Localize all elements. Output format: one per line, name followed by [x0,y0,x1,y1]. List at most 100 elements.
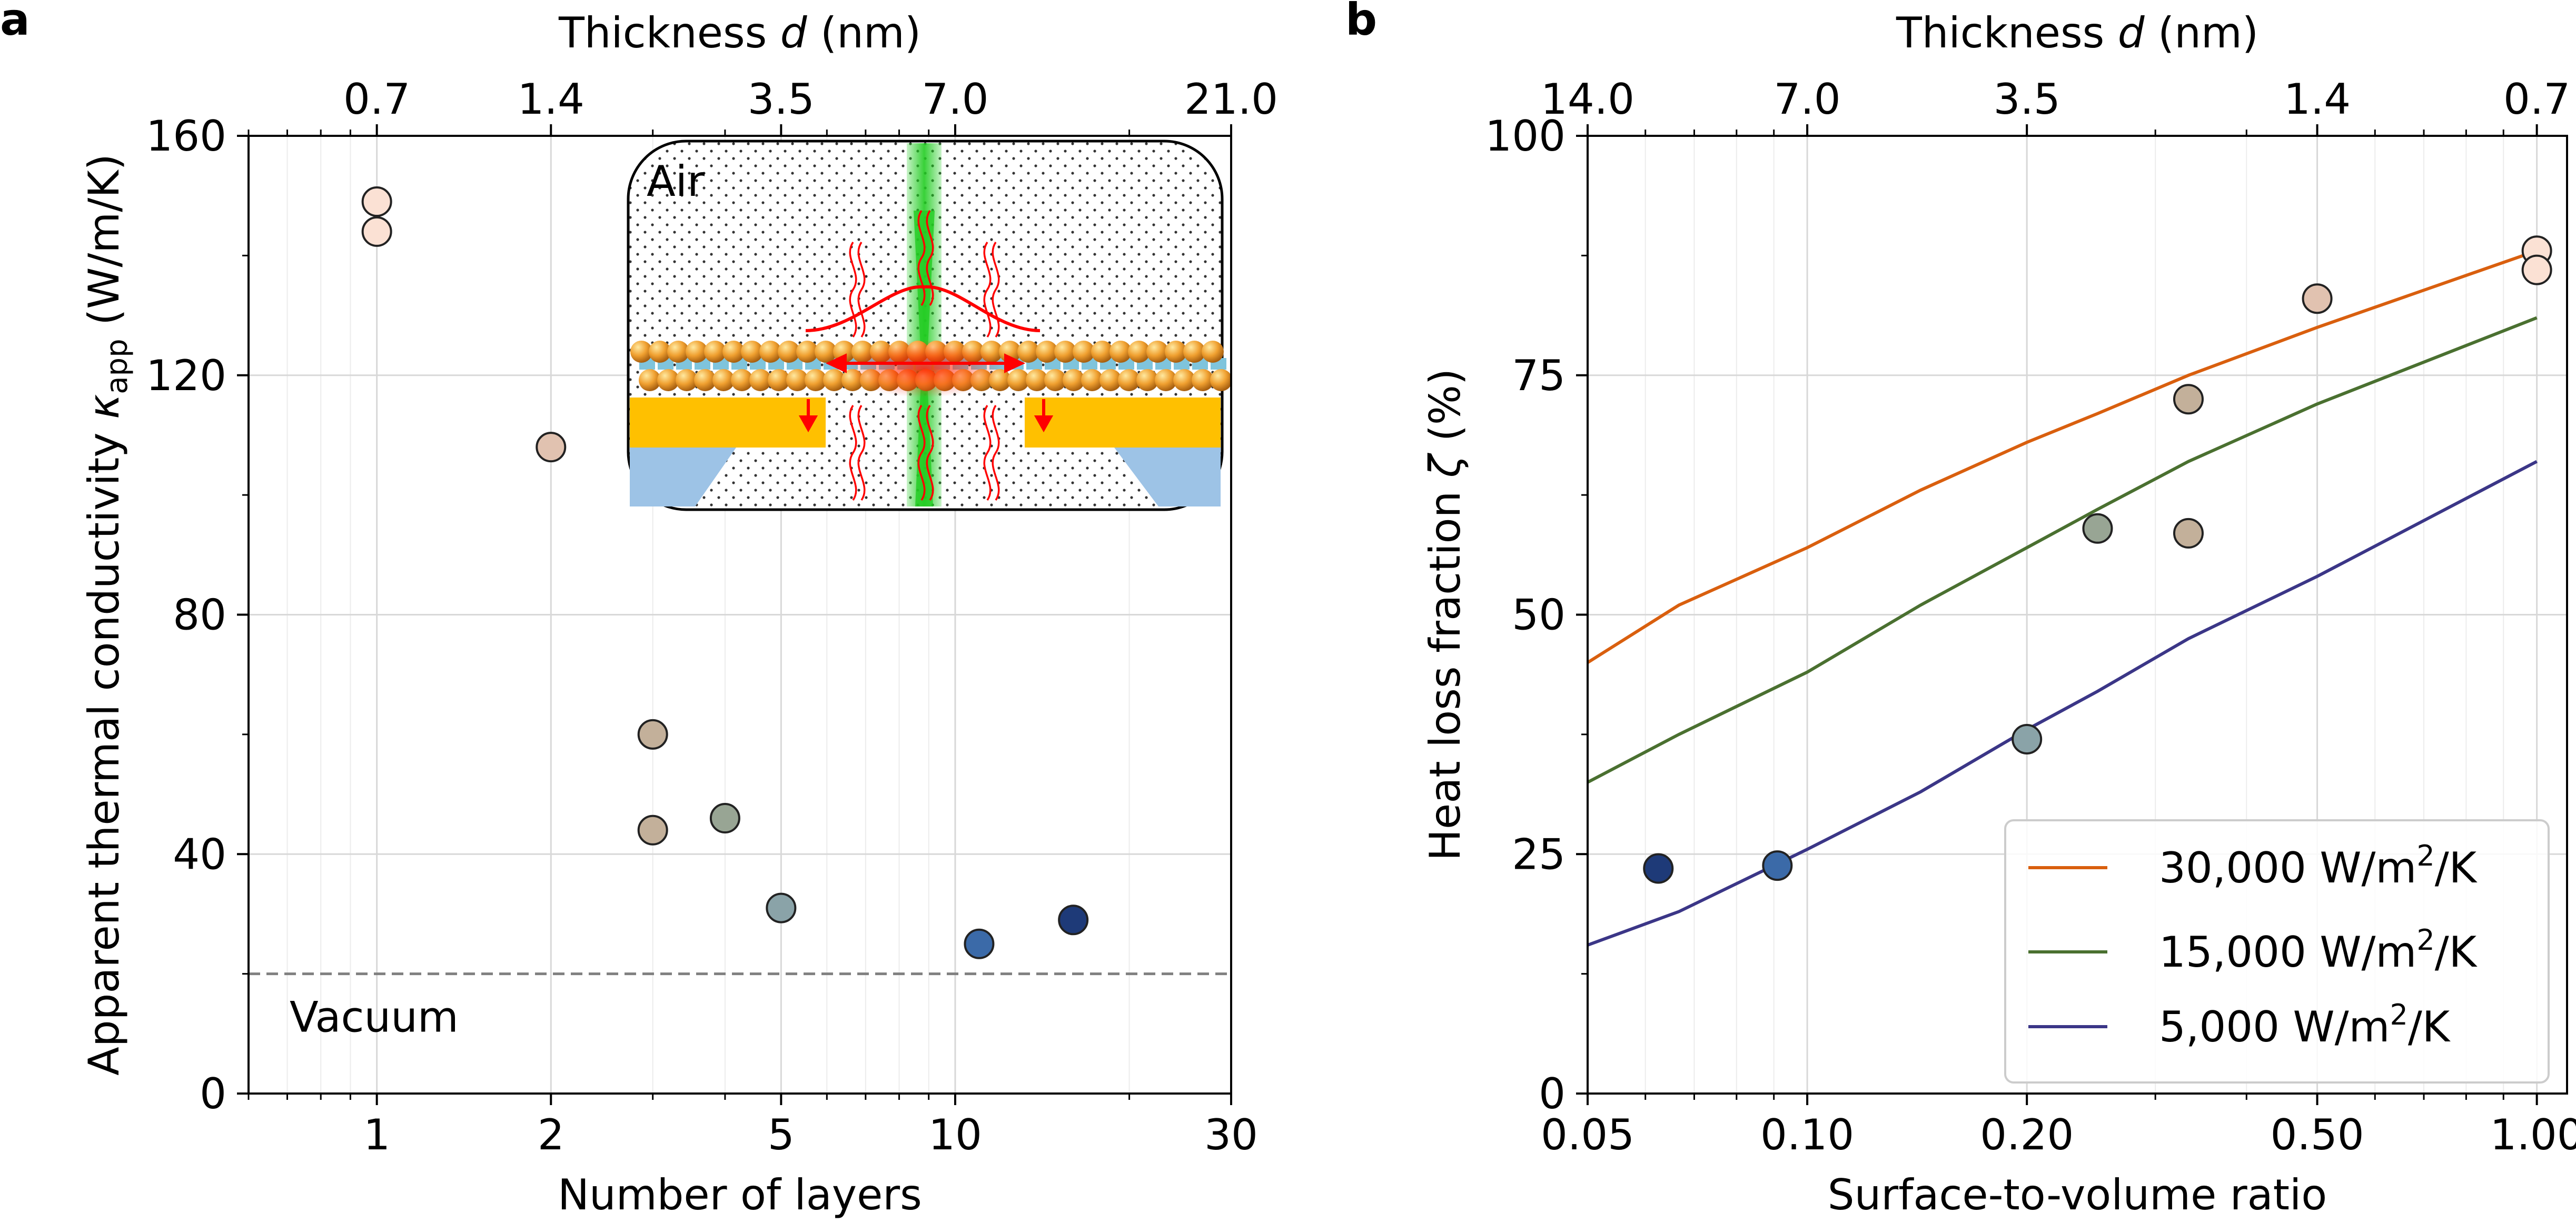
y-tick-label: 0 [1539,1069,1566,1118]
x-tick-label: 2 [538,1110,564,1159]
b-x2-title-symbol: d [2118,8,2145,57]
y-tick-label: 25 [1512,830,1566,879]
inset-supports [630,398,1221,506]
y-tick-label: 50 [1512,591,1566,640]
series-line [1587,249,2538,664]
lattice-atom [1091,341,1113,363]
lattice-atom [1017,341,1039,363]
panel-b-letter: b [1345,0,1377,45]
x-tick-label: 0.50 [2270,1110,2364,1159]
lattice-atom [805,369,827,391]
b-y-title-word: Heat loss fraction [1421,491,1470,861]
top-tick-label: 14.0 [1541,75,1634,124]
x-tick-label: 10 [928,1110,982,1159]
inset-schematic: Air [627,140,1232,511]
data-point [2173,518,2204,549]
lattice-atom [722,341,745,363]
x-tick-label: 1 [363,1110,390,1159]
a-x2-title-word: Thickness [558,8,767,57]
lattice-atom [694,369,716,391]
x-tick-label: 30 [1204,1110,1258,1159]
lattice-atom [1109,341,1132,363]
substrate-left [630,398,826,448]
lattice-atom [823,369,845,391]
y-tick-label: 75 [1512,351,1566,400]
lattice-atom [1202,341,1224,363]
data-point [1762,850,1793,881]
b-y-title-symbol: ζ [1421,452,1470,478]
lattice-atom [639,369,661,391]
y-tick-label: 0 [200,1069,226,1118]
lattice-atom [1173,369,1195,391]
top-tick-label: 3.5 [1994,75,2060,124]
heat-profile [805,285,1041,332]
lattice-atom [778,341,800,363]
panel-a-letter: a [0,0,30,45]
x-tick-label: 1.00 [2490,1110,2576,1159]
a-x2-title-symbol: d [780,8,808,57]
y-tick-label: 40 [173,830,226,879]
b-x2-title-unit: (nm) [2158,8,2258,57]
top-tick-label: 0.7 [343,75,410,124]
lattice-atom [741,341,763,363]
lattice-atom [1136,369,1158,391]
data-point [361,186,392,217]
lattice-atom [1081,369,1103,391]
lattice-atom [759,341,781,363]
panel-b-y-axis-title: Heat loss fraction ζ (%) [1421,369,1470,861]
lattice-atom [630,341,652,363]
lattice-atom [1054,341,1076,363]
lattice-atom [657,369,679,391]
b-y-title-unit: (%) [1421,369,1470,441]
legend-label-5000: 5,000 W/m2/K [2159,998,2451,1051]
panel-a-top-axis-title: Thickness d (nm) [558,8,921,57]
panel-a-x-axis-title: Number of layers [558,1170,922,1219]
data-point [2012,723,2043,754]
x-tick-label: 0.20 [1980,1110,2074,1159]
lattice-atom [786,369,808,391]
lattice-atom [1128,341,1150,363]
legend-item: 5,000 W/m2/K [2028,998,2451,1051]
y-tick-label: 160 [146,112,226,161]
data-point [536,432,567,463]
support-right [1114,448,1221,506]
top-tick-label: 1.4 [518,75,584,124]
hot-spot [845,340,1003,398]
data-point [2082,513,2113,544]
lattice-atom [1118,369,1140,391]
lattice-atom [676,369,698,391]
lattice-atom [1183,341,1205,363]
lattice-atom [704,341,726,363]
data-point [2521,254,2552,285]
a-y-title-word: Apparent thermal conductivity [80,432,128,1076]
lattice-atom [1044,369,1066,391]
heat-arrows [798,353,1054,433]
panel-b-x-axis-title: Surface-to-volume ratio [1828,1170,2327,1219]
data-point [709,803,740,834]
data-point [2173,384,2204,415]
lattice-atom [686,341,708,363]
top-tick-label: 7.0 [922,75,988,124]
support-left [630,448,736,506]
lattice-atom [731,369,753,391]
lattice-atom [815,341,837,363]
a-x2-title-unit: (nm) [820,8,921,57]
lattice-atom [1146,341,1168,363]
lattice-atom [1007,369,1029,391]
lattice-atom [833,341,855,363]
y-tick-label: 100 [1485,112,1566,161]
lattice-atom [712,369,735,391]
data-point [766,892,797,923]
data-point [637,814,668,846]
lattice-atom [667,341,689,363]
top-tick-label: 1.4 [2284,75,2351,124]
x-tick-label: 5 [768,1110,795,1159]
lattice-atom [768,369,790,391]
lattice-atom [1210,369,1232,391]
lattice-atom [1165,341,1187,363]
y-tick-label: 120 [146,351,226,400]
lattice-atom [1063,369,1085,391]
